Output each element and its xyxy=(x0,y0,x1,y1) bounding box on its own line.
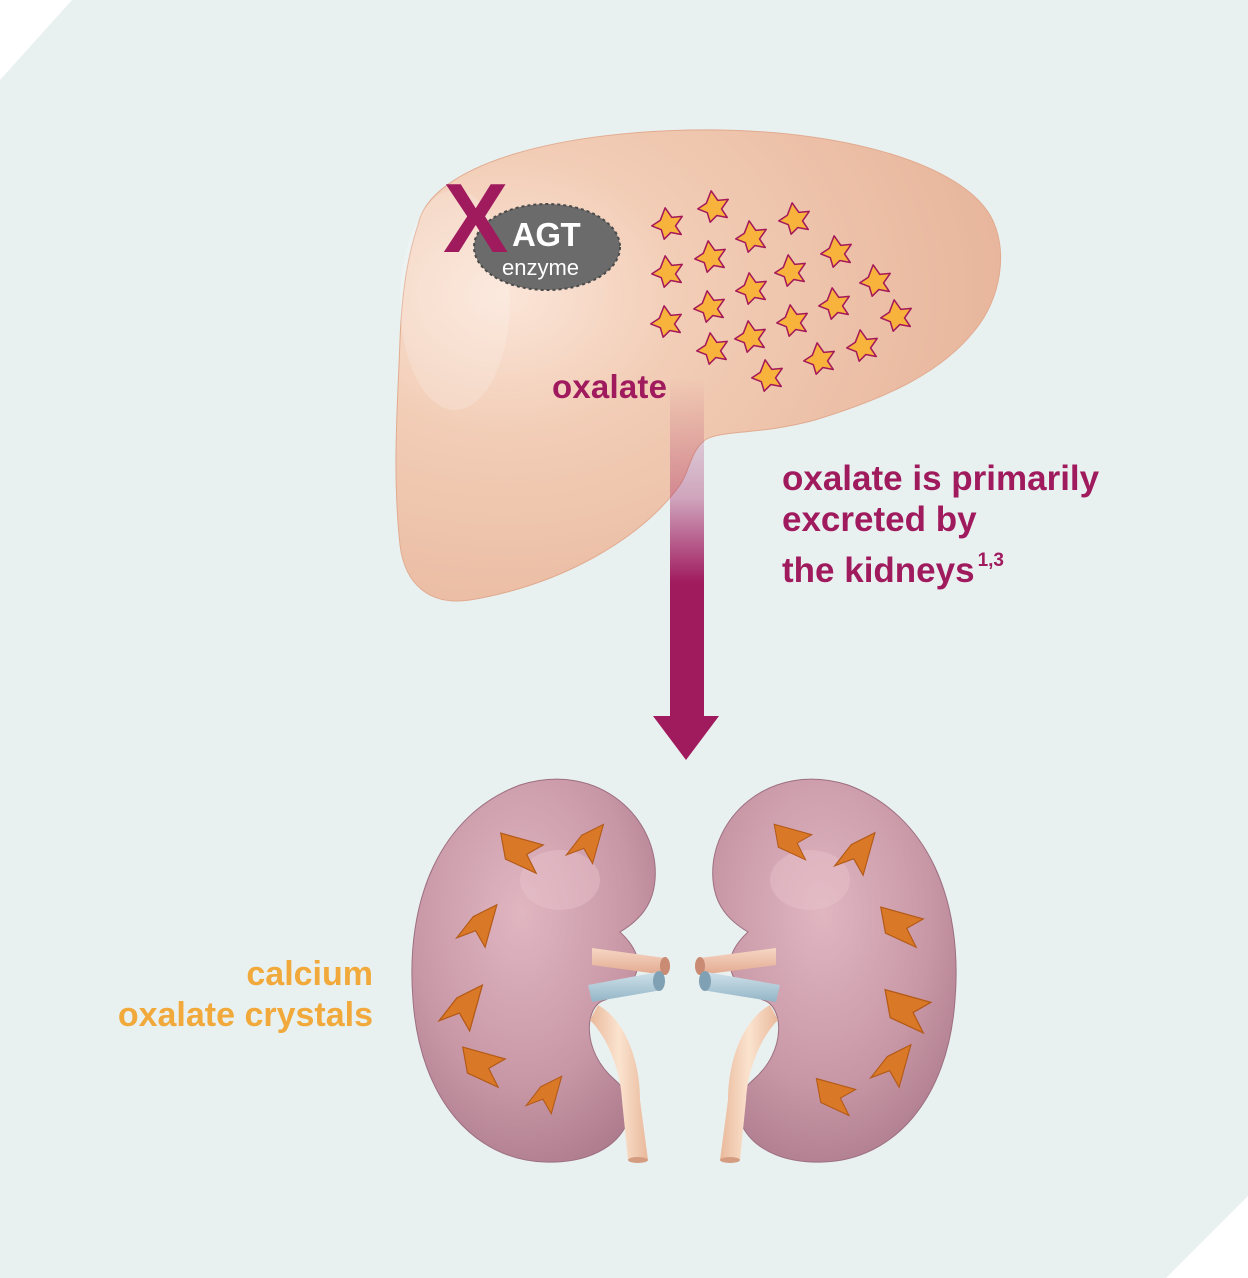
agt-enzyme-badge xyxy=(473,203,621,291)
excretion-line-2: excreted by xyxy=(782,500,977,539)
crystals-caption: calcium oxalate crystals xyxy=(13,954,373,1036)
crystals-line-2: oxalate crystals xyxy=(117,996,373,1034)
oxalate-label: oxalate xyxy=(552,368,668,405)
reference-superscript: 1,3 xyxy=(977,550,1004,571)
excretion-arrow xyxy=(653,378,719,760)
excretion-caption: oxalate is primarily excreted by the kid… xyxy=(782,458,1202,591)
ureters xyxy=(590,1005,778,1163)
excretion-line-3: the kidneys xyxy=(782,551,975,590)
agt-enzyme-subtitle: enzyme xyxy=(502,255,580,280)
agt-enzyme-title: AGT xyxy=(512,216,581,253)
excretion-line-1: oxalate is primarily xyxy=(782,459,1100,498)
crystals-line-1: calcium xyxy=(246,955,373,993)
renal-vessels xyxy=(588,948,780,1002)
blocked-x-mark: X xyxy=(443,163,508,273)
